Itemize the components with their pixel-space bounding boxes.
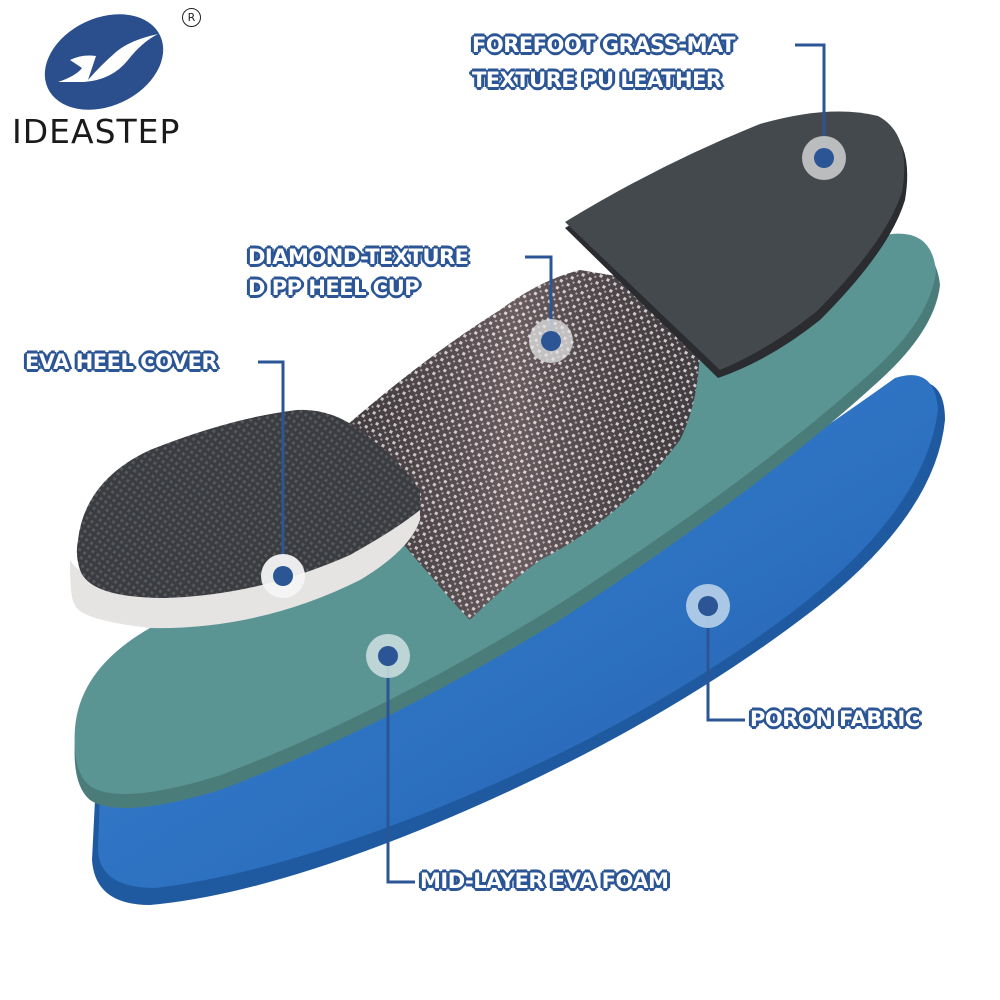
label-forefoot-line2: TEXTURE PU LEATHER bbox=[472, 68, 722, 92]
leader-line-forefoot bbox=[795, 43, 826, 158]
ideastep-logo: R IDEASTEP bbox=[0, 0, 250, 160]
logo-swoosh-icon bbox=[44, 14, 164, 110]
label-heel-cup-line1: DIAMOND-TEXTURE bbox=[248, 245, 469, 269]
leader-line-heel-cup bbox=[525, 255, 553, 341]
leader-line-heel-cover bbox=[258, 360, 285, 576]
marker-heel-cover-icon bbox=[261, 554, 305, 598]
label-heel-cup-line2: D PP HEEL CUP bbox=[248, 276, 420, 300]
heel-cup-layer bbox=[330, 270, 700, 620]
marker-forefoot-icon bbox=[802, 136, 846, 180]
label-poron-fabric: PORON FABRIC bbox=[750, 707, 920, 731]
heel-cover-layer bbox=[70, 409, 420, 629]
leader-line-poron bbox=[706, 606, 745, 722]
brand-name: IDEASTEP bbox=[12, 112, 181, 151]
leader-line-mid-layer bbox=[386, 656, 415, 884]
label-forefoot-line1: FOREFOOT GRASS-MAT bbox=[472, 33, 735, 57]
registered-mark: R bbox=[182, 8, 201, 27]
marker-heel-cup-icon bbox=[529, 319, 573, 363]
label-heel-cover: EVA HEEL COVER bbox=[25, 350, 218, 374]
marker-poron-icon bbox=[686, 584, 730, 628]
callout-markers bbox=[261, 136, 846, 678]
label-mid-layer-eva: MID-LAYER EVA FOAM bbox=[420, 869, 669, 893]
leader-lines bbox=[258, 43, 826, 884]
marker-mid-layer-icon bbox=[366, 634, 410, 678]
